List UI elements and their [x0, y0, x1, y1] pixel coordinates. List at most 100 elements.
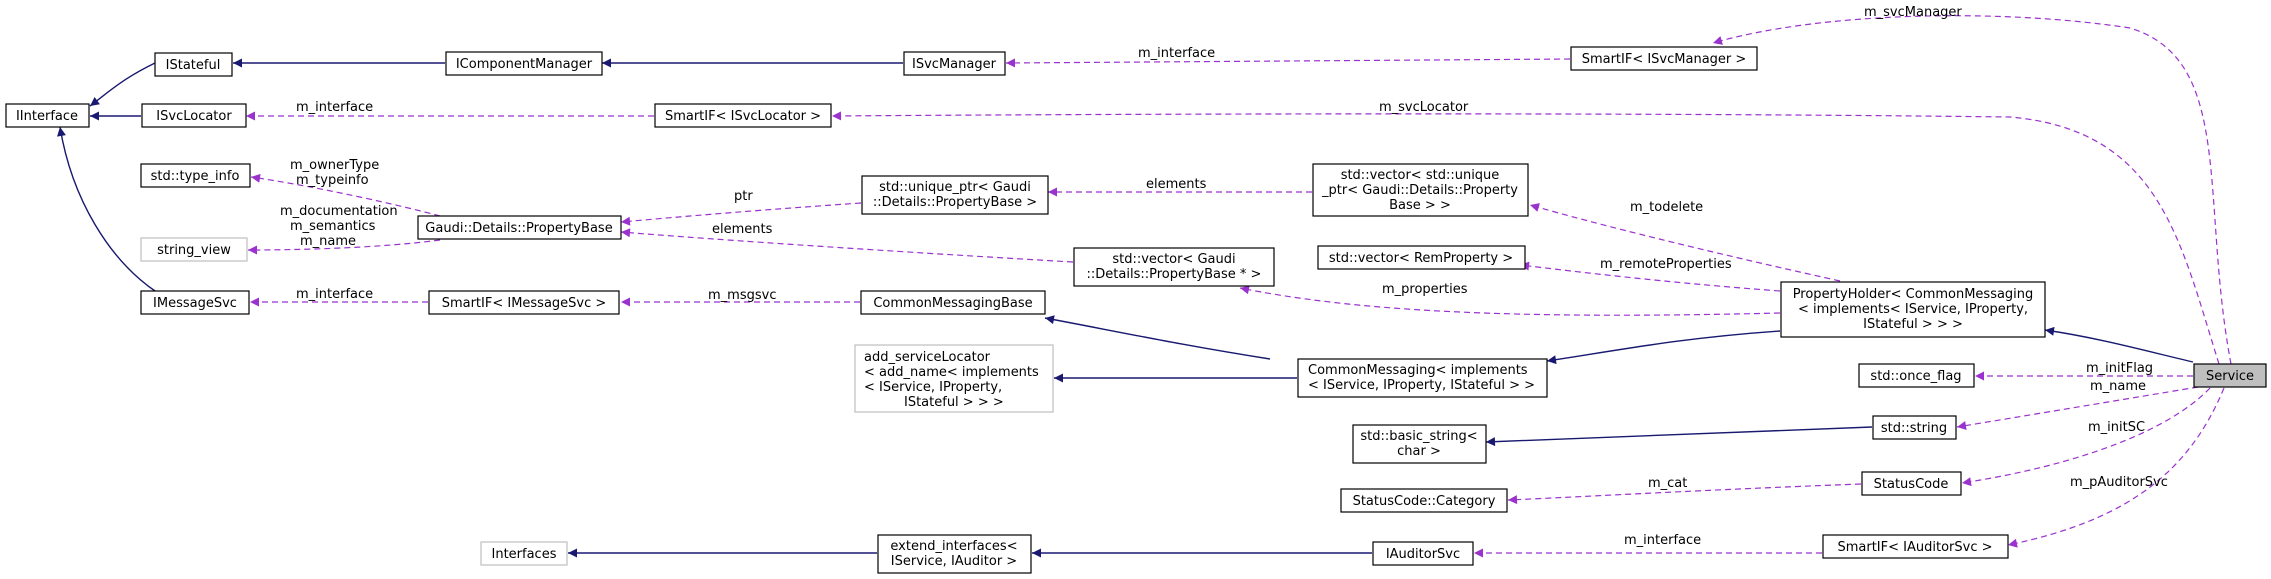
node-imessagesvc[interactable]: IMessageSvc	[140, 290, 250, 315]
edge-istateful-to-iinterface	[89, 62, 156, 107]
node-label: ISvcManager	[912, 57, 997, 72]
node-icomponentmanager[interactable]: IComponentManager	[445, 51, 603, 76]
edge-label: ptr	[734, 189, 753, 204]
edge-label: m_todelete	[1630, 200, 1703, 215]
node-smartif-iauditorsvc[interactable]: SmartIF< IAuditorSvc >	[1822, 534, 2009, 559]
node-smartif-isvclocator[interactable]: SmartIF< ISvcLocator >	[654, 103, 832, 128]
node-label: ::Details::PropertyBase * >	[1087, 267, 1262, 282]
edge-label: m_typeinfo	[296, 173, 369, 188]
node-label: IInterface	[16, 109, 78, 124]
node-vector-remproperty[interactable]: std::vector< RemProperty >	[1317, 245, 1526, 270]
edge-label: m_properties	[1382, 282, 1468, 297]
node-commonmessagingbase[interactable]: CommonMessagingBase	[860, 290, 1046, 315]
node-label: IStateful > > >	[1863, 317, 1963, 332]
edge-label: m_name	[300, 234, 356, 249]
node-label: add_serviceLocator	[864, 350, 991, 365]
node-label: std::vector< RemProperty >	[1329, 251, 1513, 266]
node-smartif-isvcmanager[interactable]: SmartIF< ISvcManager >	[1570, 46, 1758, 71]
node-label: Gaudi::Details::PropertyBase	[425, 221, 612, 236]
node-label: IMessageSvc	[153, 296, 237, 311]
edge-labels-layer: m_svcManager m_interface m_svcLocator m_…	[280, 5, 2168, 548]
edge-service-to-propertyholder	[2044, 326, 2194, 363]
node-label: CommonMessaging< implements	[1308, 363, 1528, 378]
node-interfaces[interactable]: Interfaces	[480, 541, 568, 566]
node-label: IStateful > > >	[904, 395, 1004, 410]
edge-vector-remproperty-to-propertyholder	[1519, 261, 1781, 292]
edge-smartif-iauditorsvc-to-service	[2007, 387, 2225, 548]
edge-string-to-service	[1956, 386, 2199, 430]
edge-statuscode-category-to-statuscode	[1507, 483, 1862, 505]
edge-statuscode-to-service	[1961, 387, 2211, 487]
edge-isvcmanager-to-smartif-isvcmanager	[1005, 58, 1571, 68]
node-label: CommonMessagingBase	[873, 296, 1032, 311]
node-label: Base > >	[1389, 198, 1451, 213]
node-label: std::basic_string<	[1360, 429, 1477, 444]
node-label: < implements< IService, IProperty,	[1798, 302, 2028, 317]
node-isvcmanager[interactable]: ISvcManager	[903, 51, 1006, 76]
edge-label: m_remoteProperties	[1600, 257, 1732, 272]
edge-type-info-to-propertybase	[250, 173, 441, 217]
node-label: Interfaces	[492, 547, 557, 562]
node-label: IAuditorSvc	[1386, 547, 1460, 562]
edges-layer	[57, 15, 2232, 558]
node-label: std::unique_ptr< Gaudi	[879, 180, 1031, 195]
edge-label: m_interface	[1138, 46, 1215, 61]
node-std-basic-string[interactable]: std::basic_string< char >	[1352, 424, 1487, 464]
node-label: < IService, IProperty, IStateful > >	[1308, 378, 1535, 393]
node-commonmessaging[interactable]: CommonMessaging< implements < IService, …	[1297, 358, 1548, 398]
edge-label: m_interface	[296, 287, 373, 302]
node-label: StatusCode::Category	[1353, 494, 1496, 509]
node-iinterface[interactable]: IInterface	[5, 103, 90, 128]
node-label: IStateful	[166, 58, 221, 73]
node-label: char >	[1397, 444, 1441, 459]
node-iauditorsvc[interactable]: IAuditorSvc	[1372, 541, 1474, 566]
node-label: SmartIF< IAuditorSvc >	[1837, 540, 1992, 555]
edge-label: elements	[712, 222, 773, 237]
edge-label: m_initFlag	[2086, 361, 2153, 376]
node-isvclocator[interactable]: ISvcLocator	[141, 103, 247, 128]
edge-label: elements	[1146, 177, 1207, 192]
node-extend-interfaces[interactable]: extend_interfaces< IService, IAuditor >	[877, 534, 1032, 574]
node-label: PropertyHolder< CommonMessaging	[1793, 287, 2034, 302]
node-vector-unique-ptr[interactable]: std::vector< std::unique _ptr< Gaudi::De…	[1312, 163, 1529, 217]
node-label: std::vector< Gaudi	[1112, 252, 1235, 267]
node-label: SmartIF< ISvcLocator >	[665, 109, 821, 124]
node-label: std::type_info	[151, 169, 240, 184]
edge-label: m_semantics	[290, 219, 376, 234]
node-label: _ptr< Gaudi::Details::Property	[1321, 183, 1518, 198]
node-label: string_view	[157, 243, 231, 258]
edge-commonmessaging-to-commonmessagingbase	[1044, 315, 1271, 360]
node-propertybase[interactable]: Gaudi::Details::PropertyBase	[417, 215, 622, 240]
edge-label: m_pAuditorSvc	[2070, 475, 2168, 490]
node-label: std::once_flag	[1870, 369, 1961, 384]
node-statuscode-category[interactable]: StatusCode::Category	[1340, 488, 1508, 513]
node-vector-propertybase[interactable]: std::vector< Gaudi ::Details::PropertyBa…	[1073, 247, 1275, 287]
edge-label: m_interface	[296, 100, 373, 115]
edge-string-to-basic-string	[1485, 426, 1873, 447]
edge-label: m_ownerType	[290, 158, 379, 173]
node-unique-ptr[interactable]: std::unique_ptr< Gaudi ::Details::Proper…	[861, 175, 1049, 215]
node-statuscode[interactable]: StatusCode	[1861, 471, 1962, 496]
node-std-string[interactable]: std::string	[1872, 415, 1957, 440]
node-smartif-imessagesvc[interactable]: SmartIF< IMessageSvc >	[428, 290, 620, 315]
edge-propertybase-to-unique-ptr	[620, 202, 862, 226]
node-propertyholder[interactable]: PropertyHolder< CommonMessaging < implem…	[1780, 281, 2046, 338]
node-std-type-info[interactable]: std::type_info	[140, 163, 251, 188]
node-label: IComponentManager	[456, 57, 593, 72]
edge-imessagesvc-to-iinterface	[57, 126, 156, 292]
edge-string-view-to-propertybase	[247, 239, 441, 255]
edge-label: m_svcManager	[1864, 5, 1962, 20]
node-label: StatusCode	[1874, 477, 1949, 492]
node-std-once-flag[interactable]: std::once_flag	[1858, 363, 1975, 388]
edge-vector-unique-to-propertyholder	[1529, 203, 1841, 282]
node-service[interactable]: Service	[2193, 363, 2267, 388]
edge-label: m_interface	[1624, 533, 1701, 548]
node-istateful[interactable]: IStateful	[154, 52, 233, 77]
node-label: std::string	[1881, 421, 1947, 436]
edge-label: m_initSC	[2088, 420, 2145, 435]
node-label: < IService, IProperty,	[864, 380, 1002, 395]
node-add-servicelocator[interactable]: add_serviceLocator < add_name< implement…	[854, 344, 1054, 413]
node-string-view[interactable]: string_view	[140, 237, 248, 262]
edge-label: m_cat	[1648, 476, 1687, 491]
